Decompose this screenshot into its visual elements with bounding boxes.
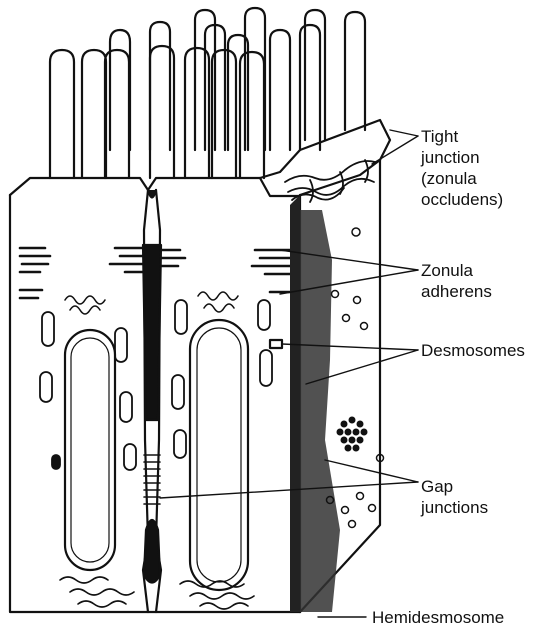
- tight-junction-label-line: occludens): [421, 189, 503, 210]
- lateral-membrane-face: [290, 195, 300, 612]
- vesicles: [327, 228, 384, 528]
- desmosomes-label: Desmosomes: [421, 340, 525, 361]
- nucleus-left: [65, 330, 115, 570]
- tight-junction-label-line: Tight: [421, 126, 503, 147]
- zonula-adherens-label-line: adherens: [421, 281, 492, 302]
- tight-junction-label-line: (zonula: [421, 168, 503, 189]
- zonula-adherens-label-line: Zonula: [421, 260, 492, 281]
- granule-cluster: [337, 417, 368, 452]
- microvilli: [50, 8, 365, 178]
- intercellular-space: [143, 190, 161, 612]
- tight-junction-label: Tight junction (zonula occludens): [421, 126, 503, 210]
- cell-outline: [10, 120, 390, 195]
- hemidesmosome-label: Hemidesmosome: [372, 607, 504, 628]
- gap-junctions-label-line: junctions: [421, 497, 488, 518]
- desmosome-plaque: [270, 340, 282, 348]
- zonula-adherens-label: Zonula adherens: [421, 260, 492, 302]
- nucleus-right: [190, 320, 248, 590]
- gap-junctions-label: Gap junctions: [421, 476, 488, 518]
- tight-junction-label-line: junction: [421, 147, 503, 168]
- tight-junction-strands: [285, 160, 375, 202]
- gap-junctions-label-line: Gap: [421, 476, 488, 497]
